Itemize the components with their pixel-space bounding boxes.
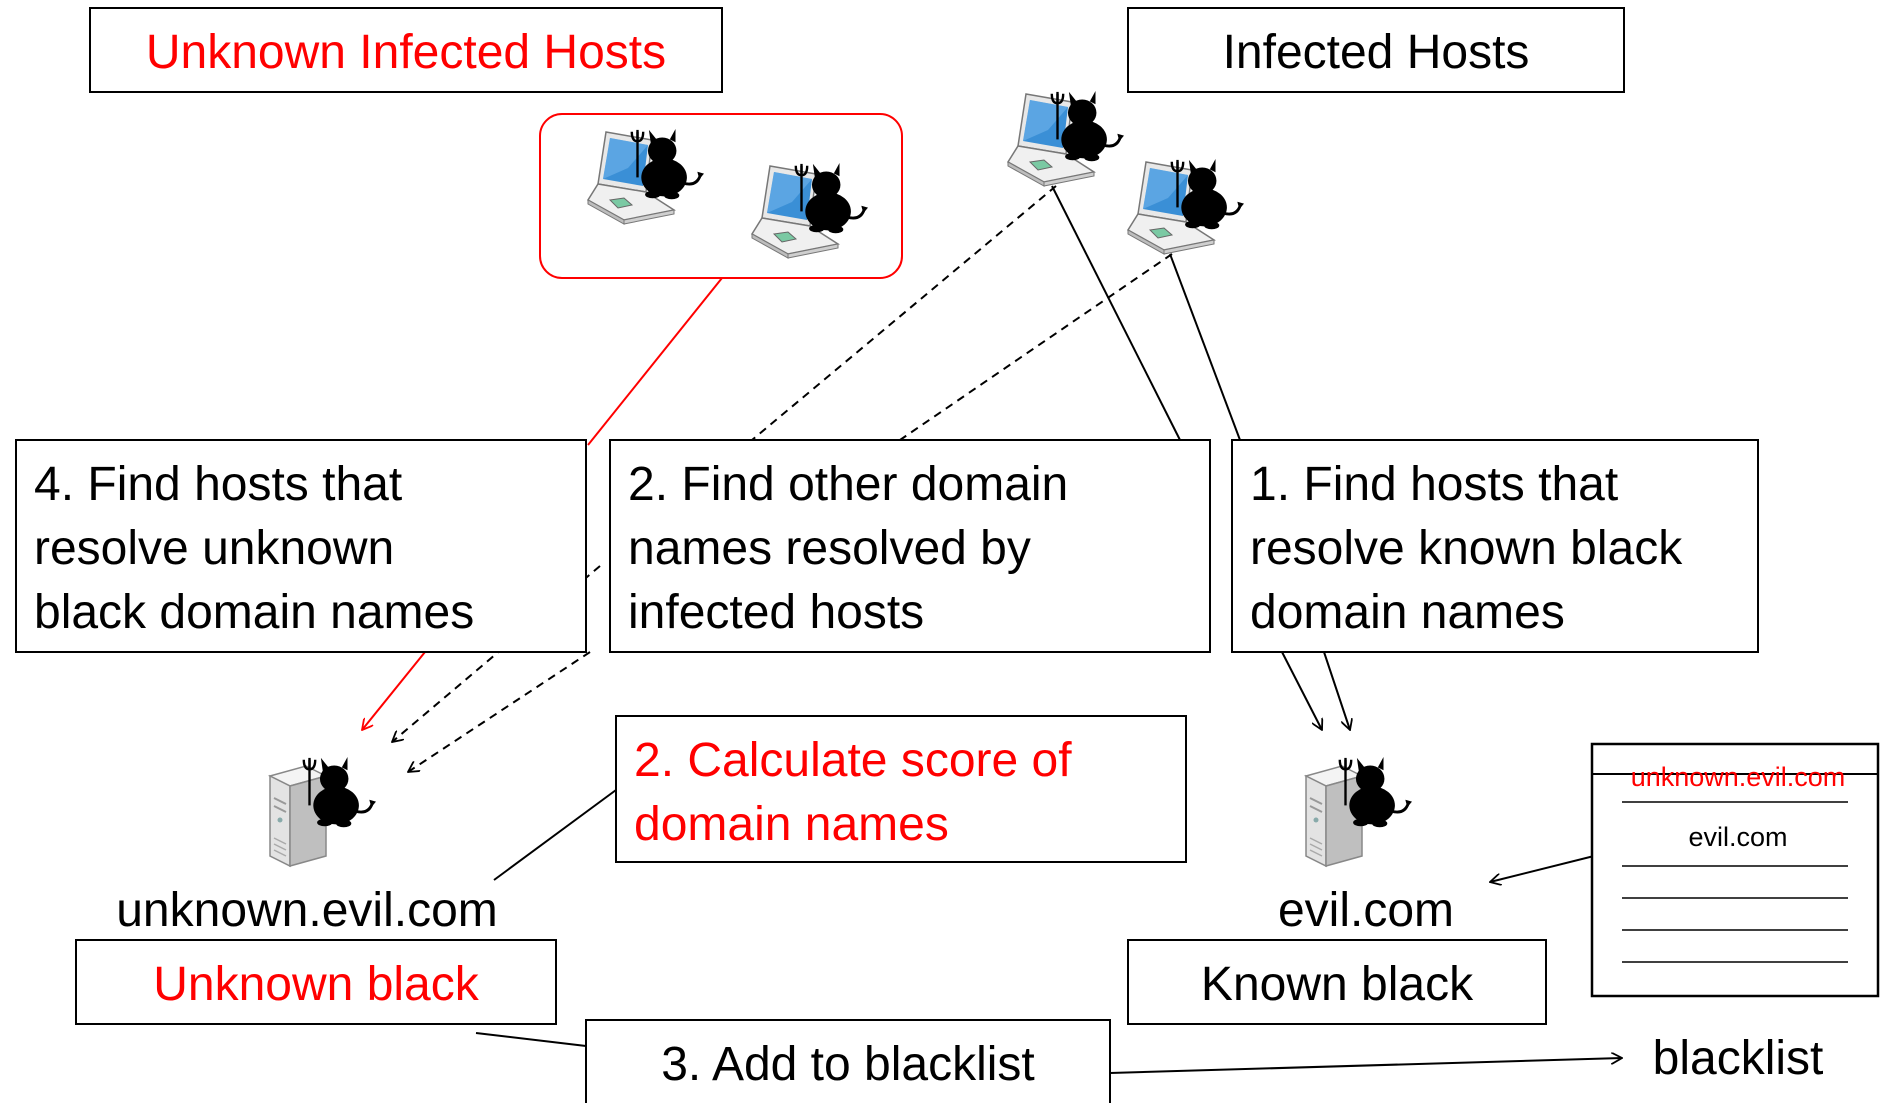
server-devil-icon: [269, 755, 378, 867]
blacklist-entry-unknown: unknown.evil.com: [1631, 762, 1846, 792]
infected-hosts-label: Infected Hosts: [1223, 26, 1530, 79]
step1-line3: domain names: [1250, 586, 1565, 639]
blacklist-title: blacklist: [1653, 1032, 1824, 1085]
step1-line1: 1. Find hosts that: [1250, 458, 1618, 511]
step2-other-line2: names resolved by: [628, 522, 1031, 575]
red-arrow-to-unknown-server: [362, 651, 426, 730]
step3-label: 3. Add to blacklist: [661, 1038, 1035, 1091]
step3-box: 3. Add to blacklist: [585, 1019, 1111, 1103]
step2-score-line2: domain names: [634, 798, 949, 851]
dashed-connector-2-upper: [899, 253, 1173, 441]
known-black-label: Known black: [1201, 958, 1474, 1011]
unknown-infected-hosts-box: Unknown Infected Hosts: [89, 7, 723, 93]
step4-line1: 4. Find hosts that: [34, 458, 402, 511]
known-black-box: Known black: [1127, 939, 1547, 1025]
score-connector: [493, 789, 617, 881]
step1-box: 1. Find hosts that resolve known black d…: [1231, 439, 1759, 653]
unknown-black-label: Unknown black: [153, 958, 480, 1011]
laptop-devil-icon: [1007, 89, 1126, 187]
step2-score-line1: 2. Calculate score of: [634, 734, 1072, 787]
red-connector-upper: [587, 277, 723, 446]
unknown-black-to-add-connector: [475, 1032, 587, 1047]
solid-arrow-2: [1323, 651, 1350, 730]
unknown-infected-hosts-label: Unknown Infected Hosts: [146, 26, 666, 79]
step4-box: 4. Find hosts that resolve unknown black…: [15, 439, 587, 653]
unknown-infected-hosts-group: [539, 113, 903, 279]
dashed-connector-1-upper: [751, 185, 1057, 441]
blacklist-document: unknown.evil.com evil.com: [1590, 742, 1880, 998]
server-devil-icon: [1305, 755, 1414, 867]
infected-hosts-box: Infected Hosts: [1127, 7, 1625, 93]
blacklist-entry-evil: evil.com: [1688, 822, 1787, 852]
unknown-domain-label: unknown.evil.com: [116, 884, 498, 937]
step4-line2: resolve unknown: [34, 522, 394, 575]
dashed-arrow-2: [408, 651, 591, 772]
solid-arrow-1: [1281, 651, 1322, 730]
laptop-devil-icon: [1127, 157, 1246, 255]
step2-other-line3: infected hosts: [628, 586, 924, 639]
step2-other-domains-box: 2. Find other domain names resolved by i…: [609, 439, 1211, 653]
solid-connector-2-upper: [1169, 253, 1241, 441]
unknown-black-box: Unknown black: [75, 939, 557, 1025]
step2-other-line1: 2. Find other domain: [628, 458, 1068, 511]
add-to-blacklist-arrow: [1109, 1058, 1622, 1074]
solid-connector-1-upper: [1051, 185, 1181, 441]
step1-line2: resolve known black: [1250, 522, 1683, 575]
step4-line3: black domain names: [34, 586, 474, 639]
known-domain-label: evil.com: [1278, 884, 1454, 937]
blacklist-to-evil-arrow: [1490, 851, 1611, 882]
step2-score-box: 2. Calculate score of domain names: [615, 715, 1187, 863]
